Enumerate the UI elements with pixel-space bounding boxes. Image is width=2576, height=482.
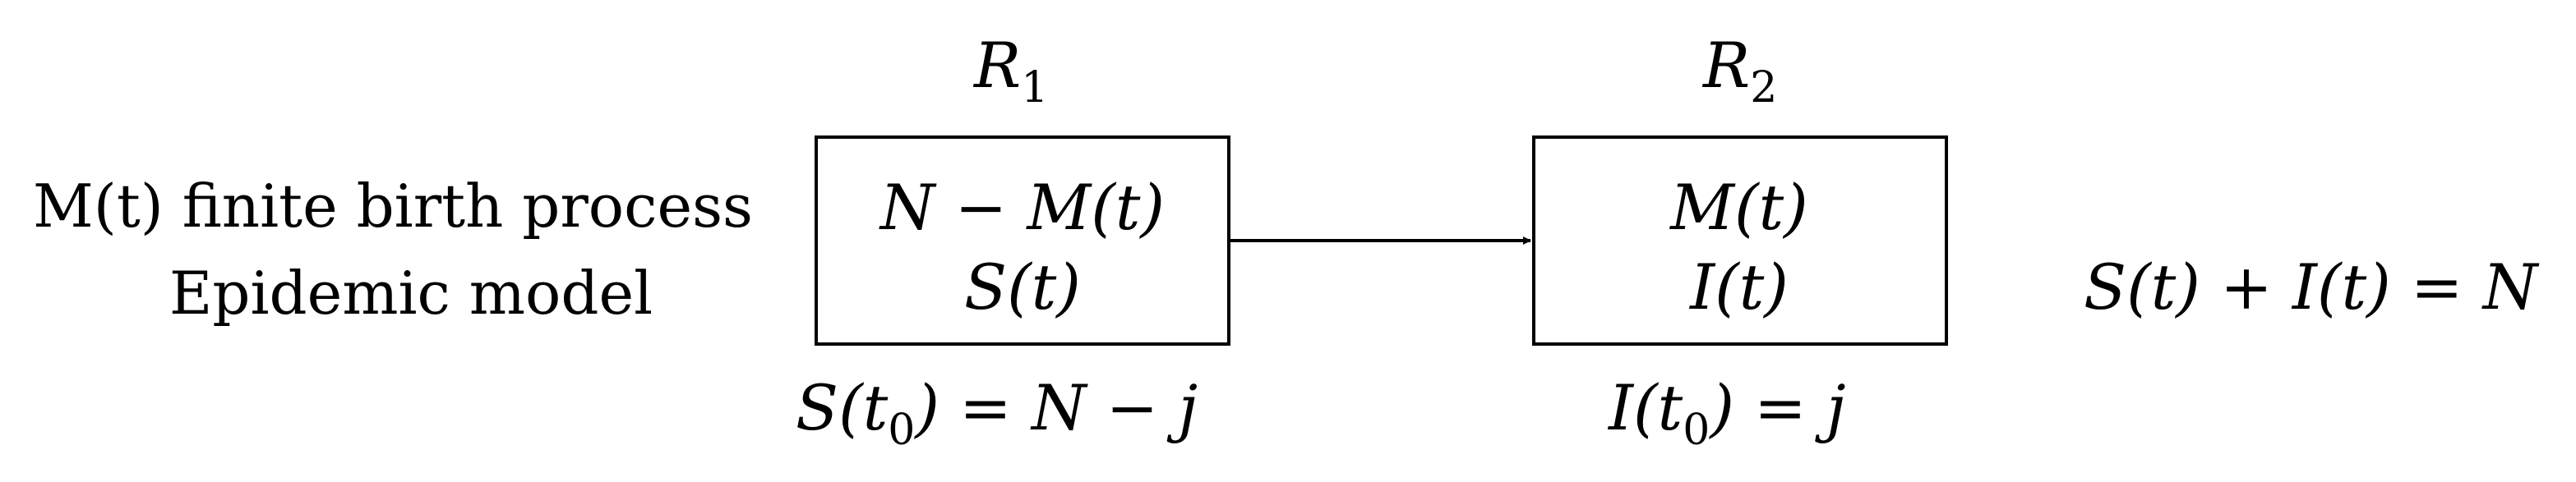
region-2-box (1532, 135, 1948, 346)
region-2-box-line1: M(t) (1669, 171, 1808, 244)
region-1-box-line1: N − M(t) (879, 171, 1165, 244)
region-1-box-line2: S(t) (964, 250, 1081, 324)
left-description: M(t) finite birth process Epidemic model (33, 172, 753, 328)
region-2-initial-condition: I(t0) = j (1607, 371, 1846, 455)
region-1-initial-condition: S(t0) = N − j (796, 371, 1198, 455)
model-label: Epidemic model (169, 259, 653, 328)
conservation-equation: S(t) + I(t) = N (2084, 250, 2540, 324)
region-2: R2 M(t) I(t) I(t0) = j (1532, 29, 1948, 455)
process-label: M(t) finite birth process (33, 172, 753, 241)
region-1: R1 N − M(t) S(t) S(t0) = N − j (796, 29, 1230, 455)
region-1-label: R1 (972, 29, 1048, 112)
region-2-box-line2: I(t) (1688, 250, 1789, 324)
region-2-label: R2 (1701, 29, 1777, 112)
